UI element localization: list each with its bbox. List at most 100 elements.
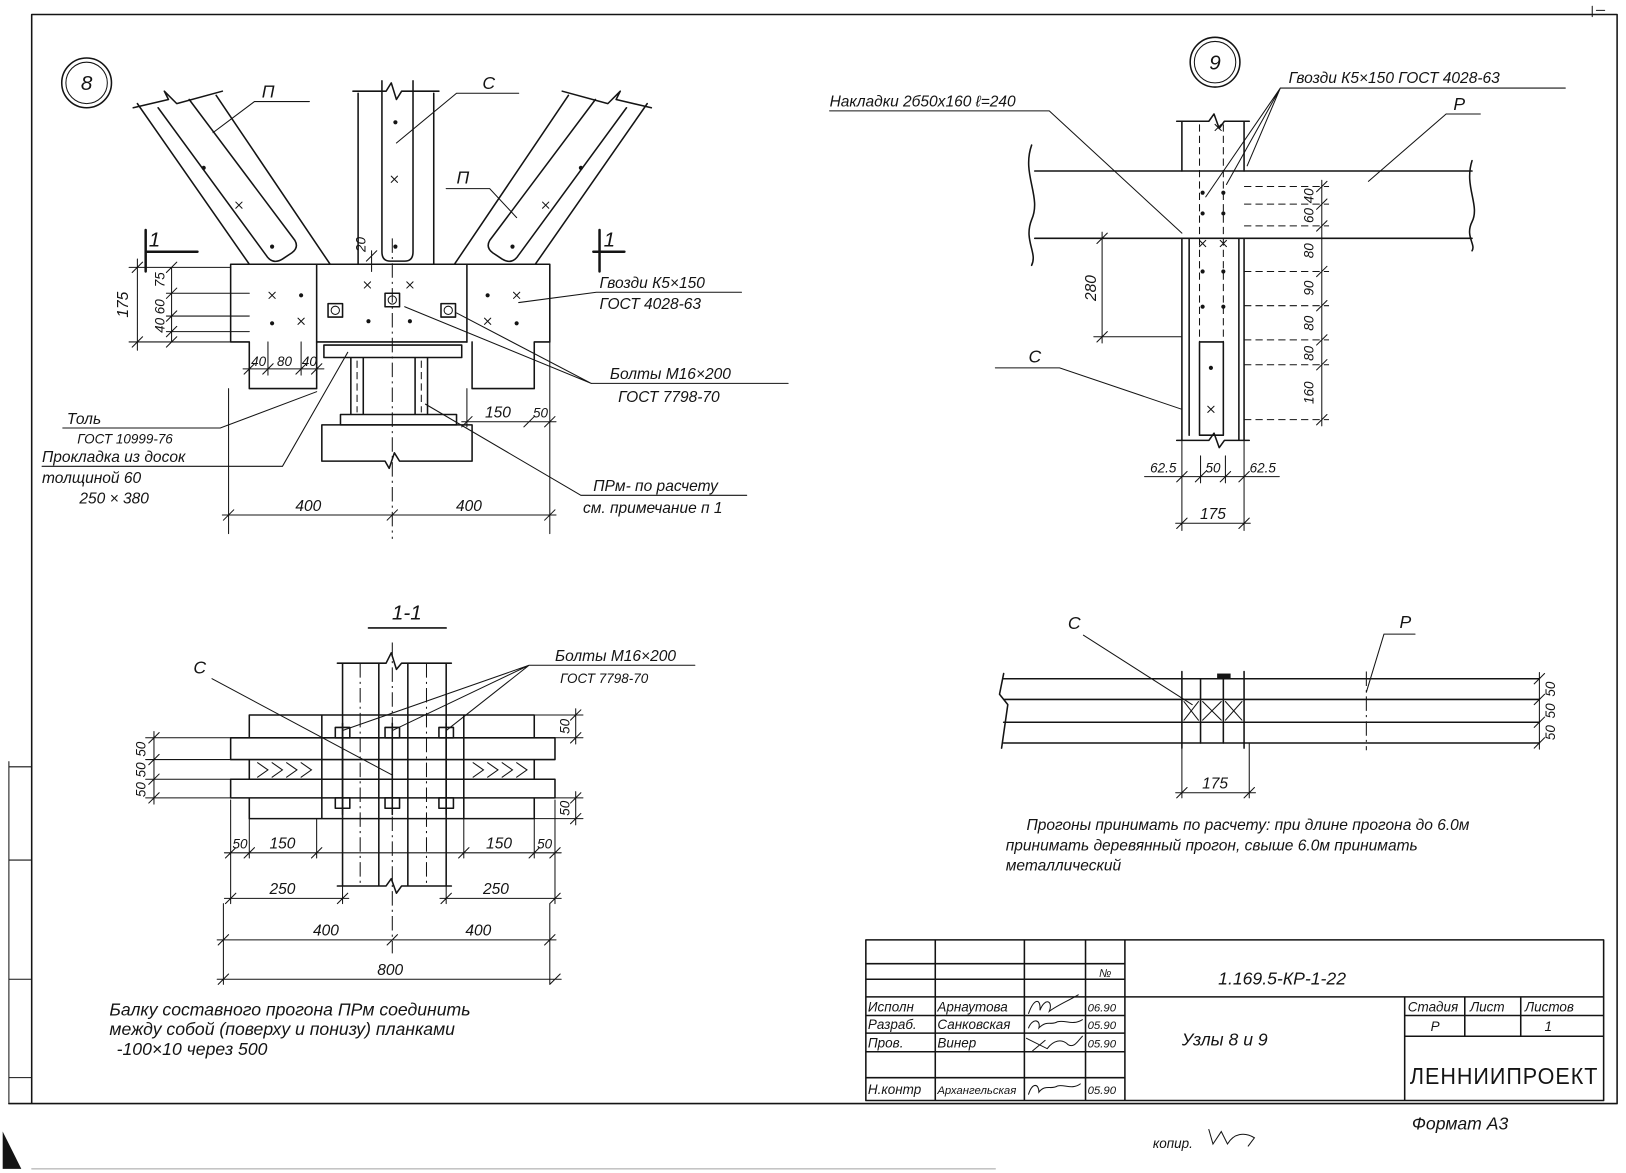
node-8: 8 bbox=[41, 57, 789, 539]
node-8-nails-label: Гвозди К5×150 bbox=[600, 275, 706, 292]
section-1-1-dim-row3-2: 400 bbox=[465, 923, 491, 940]
node-8-pad-size: 250 × 380 bbox=[78, 491, 149, 508]
plan-9-dim-lines bbox=[1175, 671, 1546, 799]
nail-dot bbox=[1200, 190, 1205, 195]
node-9-beam-label: Р bbox=[1453, 94, 1465, 114]
node-8-dim-top: 20 bbox=[353, 237, 368, 253]
node-9-hidden-lines bbox=[1198, 124, 1224, 342]
node-8-dim-left-1: 75 bbox=[152, 272, 167, 287]
section-1-1-dim-row4: 800 bbox=[377, 962, 403, 979]
nail-dot bbox=[578, 165, 583, 170]
title-block-number-sign: № bbox=[1099, 968, 1111, 980]
node-8-bottom-block bbox=[321, 424, 473, 470]
node-8-mark: 8 bbox=[81, 72, 93, 95]
title-block-name-1: Арнаутова bbox=[936, 999, 1008, 1014]
nail-dot bbox=[510, 244, 515, 249]
title-block-name-4: Архангельская bbox=[936, 1085, 1016, 1097]
node-8-dim-inner-3: 40 bbox=[302, 354, 317, 369]
node-8-dim-bottom-1: 400 bbox=[295, 498, 321, 515]
node-8-brace-left-label: П bbox=[262, 81, 275, 101]
section-1-1-posts bbox=[336, 652, 453, 894]
section-1-1-dim-left-2: 50 bbox=[134, 762, 149, 777]
plan-9-dim-right-3: 50 bbox=[1543, 725, 1558, 740]
nail-dot bbox=[1200, 304, 1205, 309]
nail-dot bbox=[366, 319, 371, 324]
section-1-1-dim-row3-1: 400 bbox=[313, 923, 339, 940]
section-1-1: 1-1 С Болты М16×200 ГОСТ 7798-70 50 50 5… bbox=[109, 602, 696, 1059]
section-1-1-dim-lines bbox=[145, 708, 584, 985]
title-block-date-4: 05.90 bbox=[1088, 1085, 1117, 1097]
bolt-head bbox=[440, 302, 457, 318]
signature-1 bbox=[1028, 994, 1079, 1014]
node-8-bolts-label: Болты М16×200 bbox=[610, 366, 731, 383]
section-1-1-dim-right-1: 50 bbox=[557, 718, 572, 733]
node-9-dim-left: 280 bbox=[1083, 275, 1100, 302]
corner-wedge bbox=[2, 1131, 22, 1169]
node-8-roofing-label: Толь bbox=[67, 411, 101, 428]
nail-dot bbox=[514, 321, 519, 326]
nail-dot bbox=[1221, 304, 1226, 309]
plan-9-hatch bbox=[1183, 701, 1243, 721]
node-9-nail-crosses bbox=[1198, 123, 1227, 413]
title-block-name-2: Санковская bbox=[937, 1017, 1010, 1032]
section-1-1-post-label: С bbox=[193, 658, 206, 678]
frame-margin-strip bbox=[8, 761, 33, 1105]
frame-border bbox=[8, 13, 1618, 1105]
copied-by-signature bbox=[1208, 1128, 1256, 1147]
node-8-nail-dots bbox=[201, 120, 583, 326]
plan-9-post bbox=[1181, 670, 1245, 749]
title-block-sheet-head: Лист bbox=[1469, 999, 1505, 1014]
title-block-date-3: 05.90 bbox=[1088, 1039, 1117, 1051]
node-8-pad-label: Прокладка из досок bbox=[42, 449, 186, 466]
node-8-pad-thickness: толщиной 60 bbox=[42, 470, 141, 487]
section-1-1-leaders bbox=[211, 664, 696, 776]
node-9-dim-bottom-3: 62.5 bbox=[1250, 461, 1277, 476]
nail-dot bbox=[485, 293, 490, 298]
node-8-purlin-label: ПРм- по расчету bbox=[593, 478, 719, 495]
title-block-organization: ЛЕННИИПРОЕКТ bbox=[1410, 1063, 1599, 1089]
nail-dot bbox=[1200, 211, 1205, 216]
node-9-mark-outer bbox=[1189, 36, 1241, 88]
nail-dot bbox=[1221, 211, 1226, 216]
section-1-1-dim-row1-2: 150 bbox=[269, 836, 295, 853]
section-1-1-dim-row1-1: 50 bbox=[232, 837, 247, 852]
title-block-role-4: Н.контр bbox=[868, 1082, 922, 1097]
sheet-format: Формат А3 bbox=[1412, 1113, 1509, 1133]
nail-dot bbox=[201, 165, 206, 170]
node-8-post-label: С bbox=[482, 73, 495, 93]
node-9-crossbar bbox=[1027, 144, 1476, 267]
node-9-plates-label: Накладки 2б50х160 ℓ=240 bbox=[830, 94, 1016, 111]
title-block-date-2: 05.90 bbox=[1088, 1020, 1117, 1032]
node-8-nails-standard: ГОСТ 4028-63 bbox=[600, 296, 702, 313]
node-8-section-left-label: 1 bbox=[149, 229, 161, 252]
section-1-1-dim-row1-4: 50 bbox=[537, 837, 552, 852]
signature-4 bbox=[1028, 1083, 1081, 1095]
plan-view-9: С Р 50 50 50 175 Прогоны принимать по ра… bbox=[998, 612, 1558, 874]
node-9-dim-width: 175 bbox=[1200, 506, 1226, 523]
title-block-sheets: 1 bbox=[1545, 1019, 1552, 1034]
bolt-hole bbox=[443, 305, 453, 316]
node-9-post-label: С bbox=[1029, 347, 1042, 367]
section-1-1-dim-row2-1: 250 bbox=[268, 881, 295, 898]
node-8-section-mark-left bbox=[144, 228, 199, 273]
title-block-role-3: Пров. bbox=[868, 1036, 904, 1051]
node-9-nails-label: Гвозди К5×150 ГОСТ 4028-63 bbox=[1289, 70, 1501, 87]
section-1-1-bolts bbox=[334, 722, 455, 816]
node-8-dim-bottom-2: 400 bbox=[456, 498, 482, 515]
node-8-mark-inner bbox=[65, 61, 108, 105]
node-8-dim-left-3: 40 bbox=[152, 317, 167, 332]
signature-2 bbox=[1028, 1019, 1083, 1030]
plan-9-note-line-2: принимать деревянный прогон, свыше 6.0м … bbox=[1006, 838, 1418, 855]
plan-9-note-line-1: Прогоны принимать по расчету: при длине … bbox=[1026, 817, 1469, 834]
node-9: 9 Накладки 2б50х160 ℓ=240 Гвозди К5×150 … bbox=[829, 36, 1566, 532]
plan-9-post-label: С bbox=[1068, 613, 1081, 633]
node-9-lower-plate bbox=[1198, 341, 1225, 436]
title-block-stage: Р bbox=[1431, 1019, 1440, 1034]
node-8-steel-purlin bbox=[323, 344, 463, 426]
node-9-mark: 9 bbox=[1209, 51, 1221, 74]
section-1-1-note-line-2: между собой (поверху и понизу) планками bbox=[109, 1019, 455, 1039]
plan-9-dim-width: 175 bbox=[1202, 776, 1228, 793]
node-9-dim-right-6: 80 bbox=[1301, 345, 1316, 360]
node-8-dim-right-2: 50 bbox=[533, 406, 548, 421]
node-9-dim-right-2: 60 bbox=[1301, 208, 1316, 223]
